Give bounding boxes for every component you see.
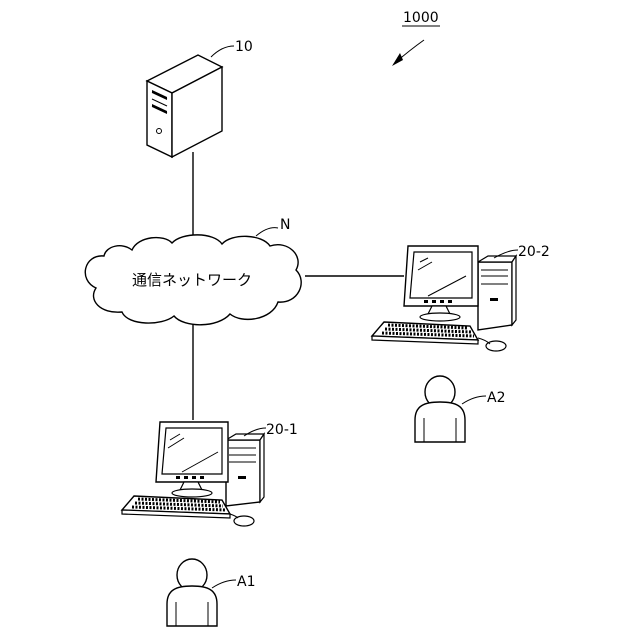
- computer-icon: [122, 422, 264, 526]
- network-label: 通信ネットワーク: [132, 271, 252, 289]
- network-letter-label: N: [280, 217, 290, 233]
- user2-leader: [462, 396, 486, 404]
- reference-arrowhead: [392, 53, 403, 66]
- user1-label: A1: [237, 574, 255, 590]
- figure-reference-label: 1000: [403, 10, 439, 26]
- server-leader: [211, 46, 234, 57]
- server-label: 10: [235, 39, 253, 55]
- server-icon: [147, 55, 222, 157]
- user-icon: [167, 559, 217, 626]
- network-leader: [256, 228, 278, 236]
- figure-reference: 1000: [392, 10, 440, 66]
- computer-icon: [372, 246, 516, 351]
- terminal1-label: 20-1: [266, 422, 298, 438]
- user2-label: A2: [487, 390, 505, 406]
- user1-leader: [212, 580, 236, 588]
- terminal2-label: 20-2: [518, 244, 550, 260]
- user-icon: [415, 376, 465, 442]
